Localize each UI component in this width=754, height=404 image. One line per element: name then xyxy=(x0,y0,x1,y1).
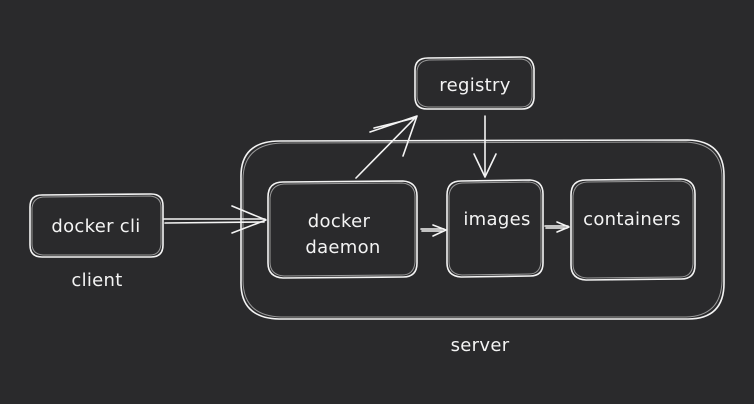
client-label: client xyxy=(71,270,122,291)
registry-to-images-arrow xyxy=(473,115,497,178)
containers-box xyxy=(570,178,696,281)
containers-label: containers xyxy=(583,209,681,230)
daemon-to-images-arrow xyxy=(420,224,447,237)
daemon-to-registry-arrow xyxy=(355,115,418,179)
images-label: images xyxy=(463,209,530,230)
docker-cli-label: docker cli xyxy=(51,216,140,237)
server-label: server xyxy=(451,335,510,356)
server-box xyxy=(240,139,725,320)
docker-cli-box xyxy=(29,193,164,258)
registry-box xyxy=(414,56,535,110)
docker-daemon-label-line2: daemon xyxy=(305,237,380,258)
registry-label: registry xyxy=(439,75,510,96)
docker-daemon-box xyxy=(267,180,418,279)
docker-daemon-label-line1: docker xyxy=(308,211,371,232)
images-to-containers-arrow xyxy=(544,221,570,233)
cli-to-daemon-arrow xyxy=(163,205,267,234)
images-box xyxy=(446,179,544,278)
